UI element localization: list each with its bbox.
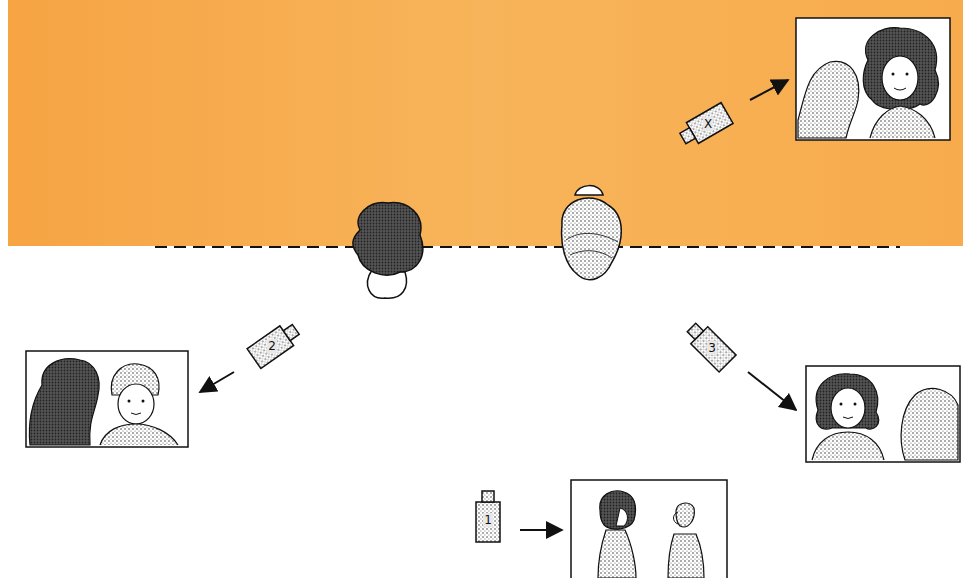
actor-head-dark [353, 203, 423, 299]
camera-number: 2 [267, 339, 277, 353]
view-arrow [520, 529, 562, 531]
frame-1 [571, 480, 727, 578]
camera-label-box: 1 [456, 488, 520, 552]
camera: 1 [456, 488, 520, 552]
frame-2 [26, 351, 188, 447]
camera-number: X [703, 117, 713, 131]
actor-head-light [562, 186, 622, 280]
frame-x [796, 18, 950, 140]
camera-number: 1 [483, 513, 493, 527]
view-arrow [750, 80, 788, 100]
camera-number: 3 [707, 341, 717, 355]
view-arrow [200, 372, 234, 392]
camera: 3 [680, 316, 744, 380]
view-arrow [748, 372, 796, 410]
axis-line [155, 246, 900, 248]
camera: X [676, 92, 740, 156]
background-band [8, 0, 963, 246]
camera-label-box: X [676, 92, 740, 156]
camera-label-box: 2 [240, 314, 304, 378]
frame-3 [806, 366, 960, 462]
camera: 2 [240, 314, 304, 378]
camera-label-box: 3 [680, 316, 744, 380]
